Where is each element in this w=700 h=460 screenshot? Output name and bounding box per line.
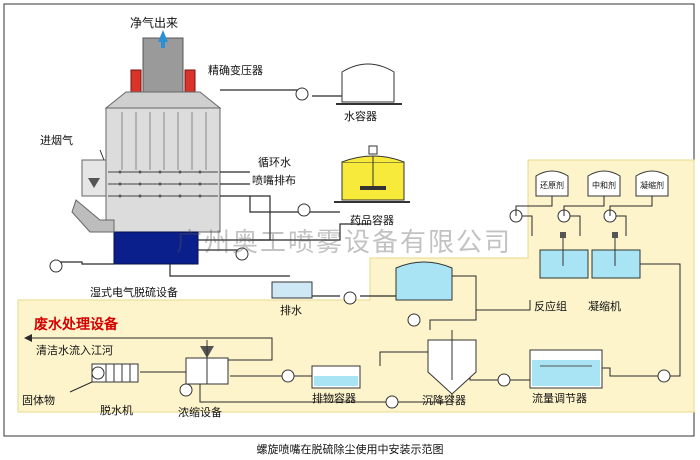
- label-coagulator: 凝缩机: [588, 300, 621, 313]
- label-transformer: 精确变压器: [208, 64, 263, 77]
- label-chemical-tank: 药品容器: [350, 214, 394, 227]
- tower-hood: [104, 91, 222, 109]
- label-solids: 固体物: [22, 394, 55, 407]
- tower-body: [105, 107, 221, 233]
- wastewater-area: [17, 159, 695, 413]
- reaction-group-tank: [539, 249, 589, 279]
- middle-tank: [395, 261, 453, 301]
- coagulator-tank: [591, 249, 641, 279]
- transformer-right: [184, 69, 196, 95]
- drain-basin: [271, 281, 313, 299]
- dewatering-machine: [91, 363, 139, 383]
- tower-sump: [113, 231, 199, 265]
- label-drain: 排水: [280, 304, 302, 317]
- label-reducing-agent: 还原剂: [540, 181, 564, 190]
- diagram-caption: 螺旋喷嘴在脱硫除尘使用中安装示范图: [256, 443, 444, 456]
- label-wet-esp: 湿式电气脱硫设备: [90, 286, 178, 299]
- reagent-tanks: [535, 170, 669, 197]
- clean-gas-arrow: [158, 30, 168, 42]
- label-water-tank: 水容器: [344, 110, 377, 123]
- label-clean-water-river: 清洁水流入江河: [36, 344, 113, 357]
- label-clean-gas-out: 净气出来: [130, 16, 179, 30]
- transformer-left: [130, 69, 142, 95]
- label-nozzle-layout: 喷嘴排布: [252, 174, 296, 187]
- label-reaction-group: 反应组: [534, 300, 567, 313]
- label-discharge-tank: 排物容器: [312, 392, 356, 405]
- label-circulating-water: 循环水: [258, 156, 291, 169]
- label-dewatering: 脱水机: [100, 404, 133, 417]
- water-tank-shape: [341, 63, 395, 103]
- label-flue-gas-in: 进烟气: [40, 134, 73, 147]
- wastewater-title: 废水处理设备: [34, 317, 118, 333]
- watermark: 广州奥工喷雾设备有限公司: [176, 228, 513, 258]
- label-coagulant: 凝缩剂: [640, 181, 664, 190]
- label-neutralizer: 中和剂: [592, 181, 616, 190]
- label-flow-regulator: 流量调节器: [532, 392, 587, 405]
- label-settling-tank: 沉降容器: [422, 394, 466, 407]
- gas-inlet-elbow: [71, 199, 115, 233]
- label-thickener: 浓缩设备: [178, 406, 222, 419]
